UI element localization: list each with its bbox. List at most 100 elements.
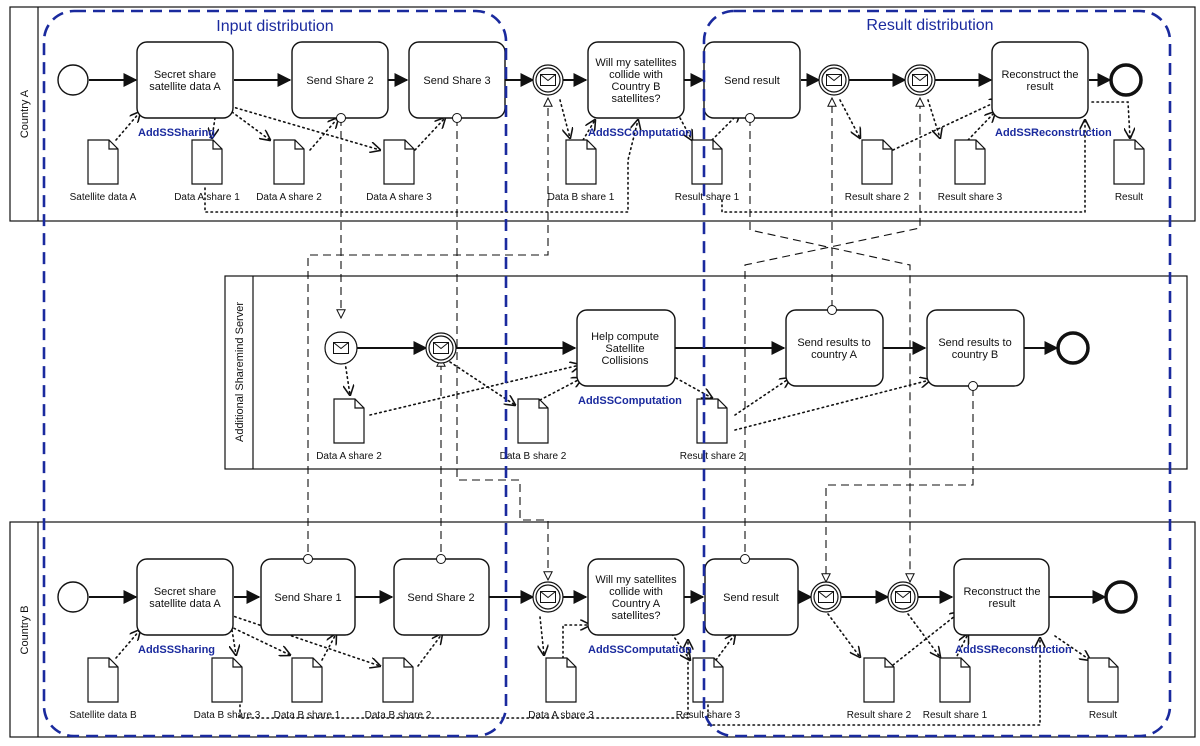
task-a-send-result: Send result [703, 41, 801, 119]
pool-country-a: Country A [9, 6, 1196, 222]
data-object-a-res3: Result share 3 [938, 139, 1003, 203]
task-label-line: collide with [609, 69, 663, 81]
message-event-a-1 [532, 64, 564, 96]
task-label-line: Send Share 2 [306, 75, 373, 87]
document-icon [383, 139, 415, 185]
task-label-line: Will my satellites [595, 574, 677, 586]
start-event-country-a [57, 64, 89, 96]
data-object-label: Data B share 3 [194, 710, 261, 721]
document-icon [1113, 139, 1145, 185]
data-object-label: Result share 3 [676, 710, 741, 721]
data-object-a-res2: Result share 2 [845, 139, 910, 203]
data-object-label: Data A share 3 [528, 710, 594, 721]
data-object-label: Result share 1 [923, 710, 988, 721]
data-object-b-res1: Result share 1 [923, 657, 988, 721]
document-icon [382, 657, 414, 703]
task-a-send-share-3: Send Share 3 [408, 41, 506, 119]
lane-label-sharemind-server: Additional Sharemind Server [234, 302, 246, 442]
message-event-a-2 [818, 64, 850, 96]
annotation-a-sharing: AddSSSharing [138, 127, 215, 139]
pool-country-b: Country B [9, 521, 1196, 738]
data-object-b-ashare3: Data A share 3 [528, 657, 594, 721]
document-icon [939, 657, 971, 703]
data-object-a-result: Result [1113, 139, 1145, 203]
task-label-line: result [989, 598, 1016, 610]
sequence-flows [89, 73, 1112, 604]
annotation-server-computation: AddSSComputation [578, 395, 682, 407]
data-object-b-share3: Data B share 3 [194, 657, 261, 721]
message-endpoint-dots [303, 113, 978, 564]
end-event-server [1056, 331, 1090, 365]
task-label-line: country A [811, 349, 858, 361]
end-event-country-a [1109, 63, 1143, 97]
data-object-server-ashare2: Data A share 2 [316, 398, 382, 462]
task-label-line: Satellite [605, 343, 644, 355]
pool-sharemind-server: Additional Sharemind Server [224, 275, 1188, 470]
task-label-line: satellites? [612, 93, 661, 105]
task-label-line: Collisions [601, 355, 649, 367]
message-event-a-3 [904, 64, 936, 96]
task-label-line: satellite data A [149, 598, 221, 610]
data-associations [115, 100, 1130, 726]
data-object-label: Data B share 1 [274, 710, 341, 721]
task-label-line: Reconstruct the [1001, 69, 1078, 81]
data-object-label: Result share 2 [847, 710, 912, 721]
data-object-label: Result share 1 [675, 192, 740, 203]
annotation-b-sharing: AddSSSharing [138, 644, 215, 656]
message-event-server-1 [324, 331, 358, 365]
data-object-label: Data A share 1 [174, 192, 240, 203]
data-object-server-bshare2: Data B share 2 [500, 398, 567, 462]
document-icon [191, 139, 223, 185]
data-object-a-share1: Data A share 1 [174, 139, 240, 203]
task-label-line: collide with [609, 586, 663, 598]
task-label-line: Help compute [591, 331, 659, 343]
data-object-label: Result share 2 [845, 192, 910, 203]
task-label-line: satellites? [612, 610, 661, 622]
data-object-label: Result [1089, 710, 1118, 721]
task-label-line: Secret share [154, 69, 216, 81]
document-icon [863, 657, 895, 703]
annotation-b-reconstruction: AddSSReconstruction [955, 644, 1072, 656]
annotation-b-computation: AddSSComputation [588, 644, 692, 656]
data-object-b-result: Result [1087, 657, 1119, 721]
data-object-label: Data B share 2 [500, 451, 567, 462]
data-object-label: Result share 2 [680, 451, 745, 462]
region-result-title: Result distribution [866, 17, 993, 34]
data-object-b-share2: Data B share 2 [365, 657, 432, 721]
region-input-distribution [42, 9, 508, 738]
data-object-label: Data B share 1 [548, 192, 615, 203]
lane-label-country-a: Country A [19, 89, 31, 138]
task-label-line: Send result [724, 75, 780, 87]
message-event-b-2 [810, 581, 842, 613]
document-icon [87, 657, 119, 703]
document-icon [291, 657, 323, 703]
data-object-label: Data A share 2 [316, 451, 382, 462]
task-label-line: Will my satellites [595, 57, 677, 69]
lane-label-country-b: Country B [19, 606, 31, 655]
task-b-send-result: Send result [704, 558, 799, 636]
document-icon [545, 657, 577, 703]
data-object-a-share2: Data A share 2 [256, 139, 322, 203]
data-object-label: Data B share 2 [365, 710, 432, 721]
document-icon [861, 139, 893, 185]
data-object-label: Data A share 2 [256, 192, 322, 203]
data-object-b-res3: Result share 3 [676, 657, 741, 721]
message-event-server-2 [425, 332, 457, 364]
region-result-distribution [702, 9, 1172, 738]
data-object-b-res2: Result share 2 [847, 657, 912, 721]
document-icon [517, 398, 549, 444]
message-event-b-3 [887, 581, 919, 613]
document-icon [692, 657, 724, 703]
data-object-a-share3: Data A share 3 [366, 139, 432, 203]
task-label-line: Country A [612, 598, 661, 610]
document-icon [954, 139, 986, 185]
task-label-line: Country B [612, 81, 661, 93]
data-object-a-satdata: Satellite data A [70, 139, 137, 203]
